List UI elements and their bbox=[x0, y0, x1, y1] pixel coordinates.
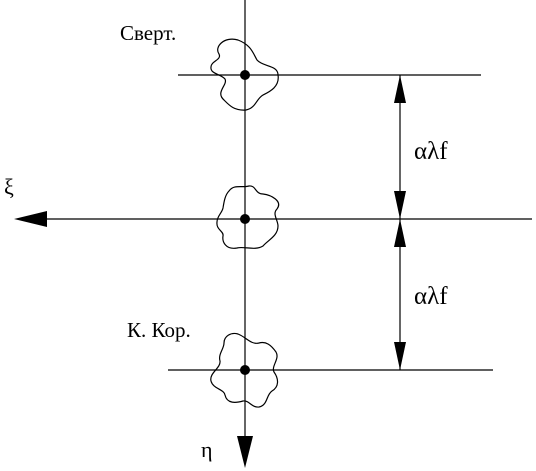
top-label: Сверт. bbox=[120, 21, 176, 45]
dimension-middle-lower-arrow bbox=[394, 219, 406, 247]
top-blob bbox=[210, 38, 279, 111]
dimension-bottom-arrow bbox=[394, 342, 406, 370]
lower-interval-label: αλf bbox=[414, 283, 448, 310]
dimension-top-arrow bbox=[394, 75, 406, 103]
eta-axis-arrow bbox=[237, 436, 253, 468]
top-center-dot bbox=[240, 70, 250, 80]
middle-center-dot bbox=[240, 214, 250, 224]
dimension-middle-upper-arrow bbox=[394, 191, 406, 219]
xi-axis-arrow bbox=[14, 211, 47, 227]
bottom-center-dot bbox=[240, 365, 250, 375]
upper-interval-label: αλf bbox=[414, 138, 448, 165]
eta-label: η bbox=[201, 437, 213, 462]
bottom-blob bbox=[210, 332, 279, 408]
middle-blob bbox=[216, 185, 280, 249]
bottom-label: К. Кор. bbox=[127, 318, 191, 342]
xi-label: ξ bbox=[4, 174, 14, 199]
